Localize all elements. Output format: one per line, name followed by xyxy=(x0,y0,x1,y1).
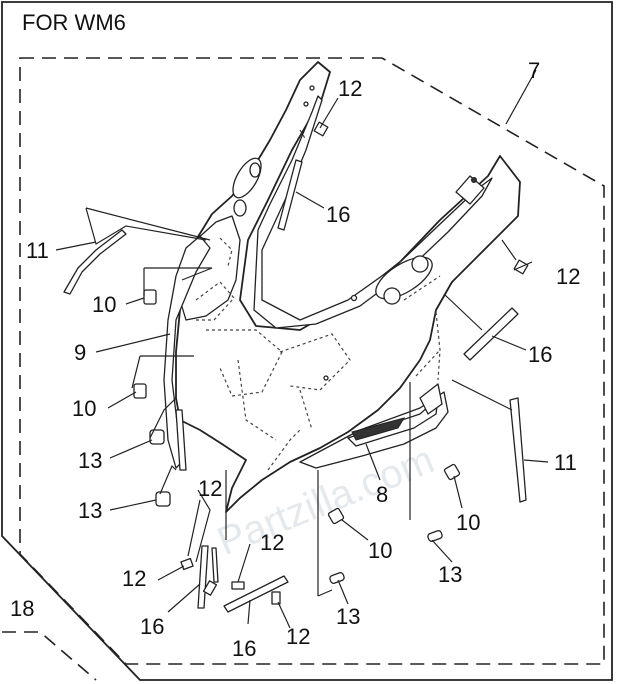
callout-10-lower-center: 10 xyxy=(368,538,392,563)
callout-9: 9 xyxy=(74,340,86,365)
assembly-boundary xyxy=(19,57,605,665)
piece-part-12-d xyxy=(231,581,245,590)
clip-part-10-a xyxy=(143,289,157,305)
callout-16-bottom: 16 xyxy=(232,636,256,661)
piece-part-12-f xyxy=(202,580,218,596)
callout-12-lower-center: 12 xyxy=(260,530,284,555)
callout-13-lower-left: 13 xyxy=(78,498,102,523)
callout-11-left: 11 xyxy=(26,238,49,263)
callout-12-center: 12 xyxy=(198,476,222,501)
callout-16-bottom-left: 16 xyxy=(140,614,164,639)
leader-lines xyxy=(55,69,549,629)
grommet-part-13-a xyxy=(149,429,165,445)
strip-part-16-d xyxy=(223,575,289,613)
strip-part-11-left xyxy=(63,229,127,295)
callout-18: 18 xyxy=(10,596,34,621)
callout-13-upper-left: 13 xyxy=(78,448,102,473)
region-18-boundary xyxy=(2,631,97,681)
grommet-part-13-c xyxy=(329,572,345,584)
piece-part-12-a xyxy=(313,121,329,137)
strip-part-11-right xyxy=(509,397,527,503)
callout-10-upper-left: 10 xyxy=(92,292,116,317)
grommet-part-13-b xyxy=(155,491,171,507)
callout-7: 7 xyxy=(528,58,540,83)
callout-12-lower-left: 12 xyxy=(122,566,146,591)
callout-12-bottom: 12 xyxy=(286,624,310,649)
callout-16-top: 16 xyxy=(326,202,350,227)
cowling-assembly xyxy=(175,61,521,513)
callout-13-lower-right: 13 xyxy=(438,562,462,587)
callout-13-bottom: 13 xyxy=(336,604,360,629)
clip-part-10-b xyxy=(133,383,147,399)
callout-11-right: 11 xyxy=(554,450,577,475)
piece-part-12-e xyxy=(271,591,281,605)
strip-part-16-c xyxy=(197,545,209,609)
clip-part-10-c xyxy=(327,507,345,525)
callout-16-right: 16 xyxy=(528,342,552,367)
callout-12-right: 12 xyxy=(556,264,580,289)
strip-part-16-e xyxy=(211,547,219,583)
grommet-part-13-d xyxy=(427,530,443,542)
callout-12-top: 12 xyxy=(338,76,362,101)
strip-part-16-f xyxy=(175,409,187,471)
vent-panel-part-8 xyxy=(299,383,449,469)
callout-8: 8 xyxy=(376,482,388,507)
clip-part-10-d xyxy=(443,463,461,481)
callouts: 7 12 16 11 10 9 10 13 13 12 12 16 11 8 1… xyxy=(10,58,580,661)
strip-part-16-a xyxy=(277,159,303,231)
strip-part-16-b xyxy=(463,307,519,361)
piece-part-12-c xyxy=(180,557,194,571)
diagram-header: FOR WM6 xyxy=(22,10,126,35)
callout-10-mid-left: 10 xyxy=(72,396,96,421)
callout-10-lower-right: 10 xyxy=(456,510,480,535)
